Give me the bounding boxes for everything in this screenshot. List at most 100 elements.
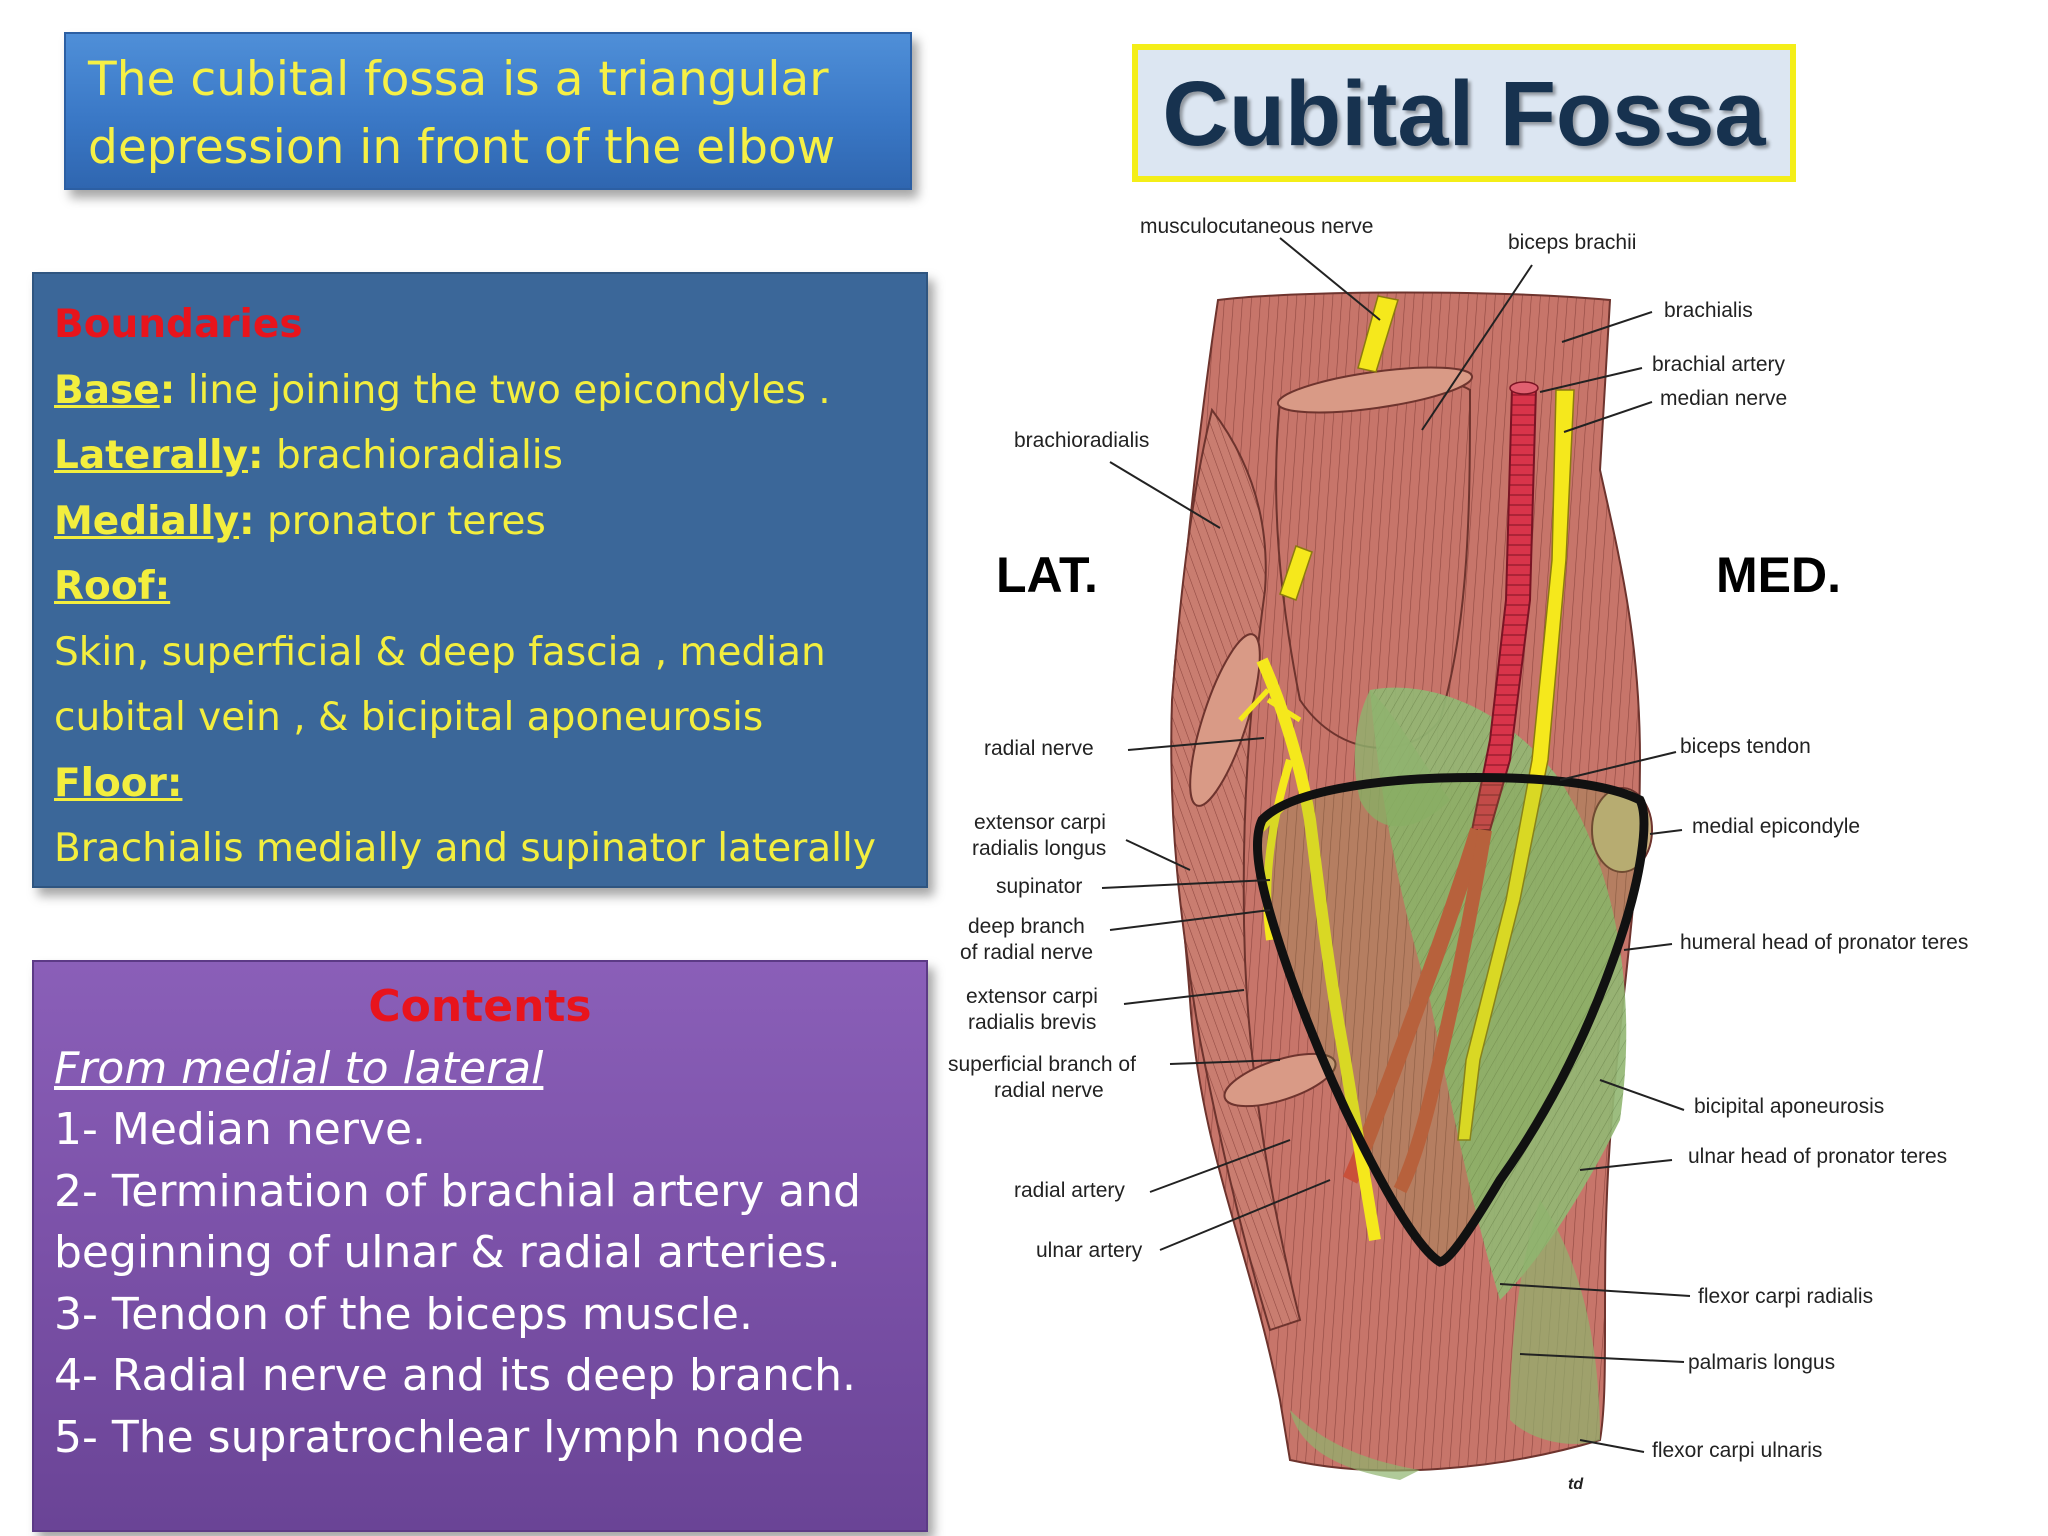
label-palmaris-longus: palmaris longus <box>1688 1351 1836 1374</box>
leader-superficial-branch <box>1169 1059 1281 1065</box>
leader-brachioradialis <box>1109 461 1221 529</box>
musculocutaneous-nerve-lower <box>1279 545 1313 601</box>
label-deep-branch-line-2: of radial nerve <box>960 941 1094 964</box>
lateral-text: brachioradialis <box>263 433 563 478</box>
leader-radial-nerve <box>1127 737 1265 751</box>
intro-line-1: The cubital fossa is a triangular <box>88 52 829 107</box>
label-deep-branch-line-1: deep branch <box>968 915 1085 938</box>
brachial-artery <box>1470 387 1538 831</box>
floor-line: Floor: <box>54 751 926 817</box>
contents-item: 4- Radial nerve and its deep branch. <box>54 1350 856 1401</box>
lateral-side-label: LAT. <box>996 547 1098 603</box>
label-ulnar-artery: ulnar artery <box>1036 1239 1143 1262</box>
label-median-nerve: median nerve <box>1660 387 1788 410</box>
label-brachialis: brachialis <box>1664 299 1753 322</box>
leader-radial-artery <box>1149 1139 1291 1193</box>
lateral-line: Laterally: brachioradialis <box>54 433 563 478</box>
label-biceps-brachii: biceps brachii <box>1508 231 1637 254</box>
roof-line: Roof: <box>54 554 926 620</box>
label-ecrb-line-2: radialis brevis <box>968 1011 1097 1034</box>
label-ecrl-line-1: extensor carpi <box>974 811 1106 834</box>
leader-lines <box>1101 237 1691 1453</box>
label-flexor-carpi-radialis: flexor carpi radialis <box>1698 1285 1874 1308</box>
leader-palmaris <box>1519 1353 1685 1363</box>
fascia-green-upper <box>1354 690 1450 827</box>
leader-brachial-artery <box>1539 367 1643 393</box>
contents-item: 2- Termination of brachial artery and <box>54 1165 861 1217</box>
label-medial-epicondyle: medial epicondyle <box>1692 815 1861 838</box>
title-box: Cubital Fossa <box>1132 44 1796 182</box>
intro-box: The cubital fossa is a triangular depres… <box>64 32 912 190</box>
medial-epicondyle-bump <box>1591 787 1653 873</box>
roof-text-2: cubital vein , & bicipital aponeurosis <box>54 695 764 740</box>
cut-muscle-left <box>1189 633 1261 807</box>
page-title: Cubital Fossa <box>1162 63 1766 165</box>
label-supinator: supinator <box>996 875 1083 898</box>
fascia-green-base <box>1290 1410 1420 1480</box>
label-ecrb-line-1: extensor carpi <box>966 985 1098 1008</box>
label-superficial-branch-line-2: radial nerve <box>994 1079 1104 1102</box>
contents-item: beginning of ulnar & radial arteries. <box>54 1227 841 1278</box>
leader-supinator <box>1101 879 1271 889</box>
leader-musculocutaneous <box>1279 237 1381 321</box>
medial-side-label: MED. <box>1716 547 1841 603</box>
label-flexor-carpi-ulnaris: flexor carpi ulnaris <box>1652 1439 1823 1462</box>
floor-key: Floor: <box>54 760 183 806</box>
leader-deep-branch <box>1109 909 1271 931</box>
biceps-cut-surface <box>1276 366 1474 414</box>
lateral-key: Laterally <box>54 433 248 478</box>
label-biceps-tendon: biceps tendon <box>1680 735 1811 758</box>
leader-fcu <box>1579 1439 1645 1453</box>
leader-brachialis <box>1561 311 1653 343</box>
leader-biceps <box>1421 264 1533 431</box>
leader-ulnar-head <box>1579 1159 1673 1171</box>
base-line: Base: line joining the two epicondyles . <box>54 367 831 413</box>
label-ecrl-line-2: radialis longus <box>972 837 1107 860</box>
brachioradialis-muscle <box>1170 407 1302 1332</box>
label-bicipital-aponeurosis: bicipital aponeurosis <box>1694 1095 1885 1118</box>
boundaries-heading: Boundaries <box>54 302 303 347</box>
contents-subheading: From medial to lateral <box>54 1038 926 1100</box>
artery-cut <box>1509 381 1539 395</box>
leader-ecrl <box>1125 839 1191 871</box>
contents-subheading-text: From medial to lateral <box>54 1042 544 1094</box>
medial-text: pronator teres <box>254 498 546 544</box>
bicipital-aponeurosis <box>1370 687 1627 1300</box>
label-brachioradialis: brachioradialis <box>1014 429 1150 452</box>
fascia-green-lower <box>1510 1200 1600 1444</box>
leader-fcr <box>1499 1283 1691 1297</box>
label-radial-artery: radial artery <box>1014 1179 1125 1202</box>
label-superficial-branch-line-1: superficial branch of <box>948 1053 1136 1076</box>
leader-median-nerve <box>1563 401 1653 433</box>
leader-humeral-head <box>1623 943 1673 951</box>
base-key: Base <box>54 367 160 413</box>
medial-key: Medially <box>54 498 240 544</box>
base-text: line joining the two epicondyles . <box>175 367 831 413</box>
contents-box: Contents From medial to lateral 1- Media… <box>32 960 928 1532</box>
leader-ulnar-artery <box>1159 1179 1331 1251</box>
median-nerve <box>1457 389 1575 1141</box>
leader-biceps-tendon <box>1559 751 1677 781</box>
medial-line: Medially: pronator teres <box>54 498 546 544</box>
roof-key: Roof: <box>54 564 171 609</box>
roof-text-1: Skin, superficial & deep fascia , median <box>54 629 826 675</box>
floor-text: Brachialis medially and supinator latera… <box>54 826 876 871</box>
leader-bicipital-aponeurosis <box>1599 1079 1685 1111</box>
intro-line-2: depression in front of the elbow <box>88 120 836 175</box>
label-musculocutaneous-nerve: musculocutaneous nerve <box>1140 215 1374 238</box>
contents-item: 5- The supratrochlear lymph node <box>54 1411 804 1463</box>
cubital-fossa-outline <box>1253 773 1649 1267</box>
label-ulnar-head: ulnar head of pronator teres <box>1688 1145 1948 1168</box>
ulnar-artery-branch <box>1393 828 1492 1194</box>
label-brachial-artery: brachial artery <box>1652 353 1786 376</box>
label-humeral-head: humeral head of pronator teres <box>1680 931 1969 954</box>
leader-medial-epicondyle <box>1649 829 1683 835</box>
illustrator-signature: td <box>1568 1476 1584 1493</box>
leader-ecrb <box>1123 989 1245 1005</box>
contents-item: 1- Median nerve. <box>54 1104 427 1155</box>
label-radial-nerve: radial nerve <box>984 737 1094 760</box>
contents-heading: Contents <box>368 981 592 1032</box>
musculocutaneous-nerve <box>1357 295 1399 373</box>
boundaries-box: Boundaries Base: line joining the two ep… <box>32 272 928 888</box>
